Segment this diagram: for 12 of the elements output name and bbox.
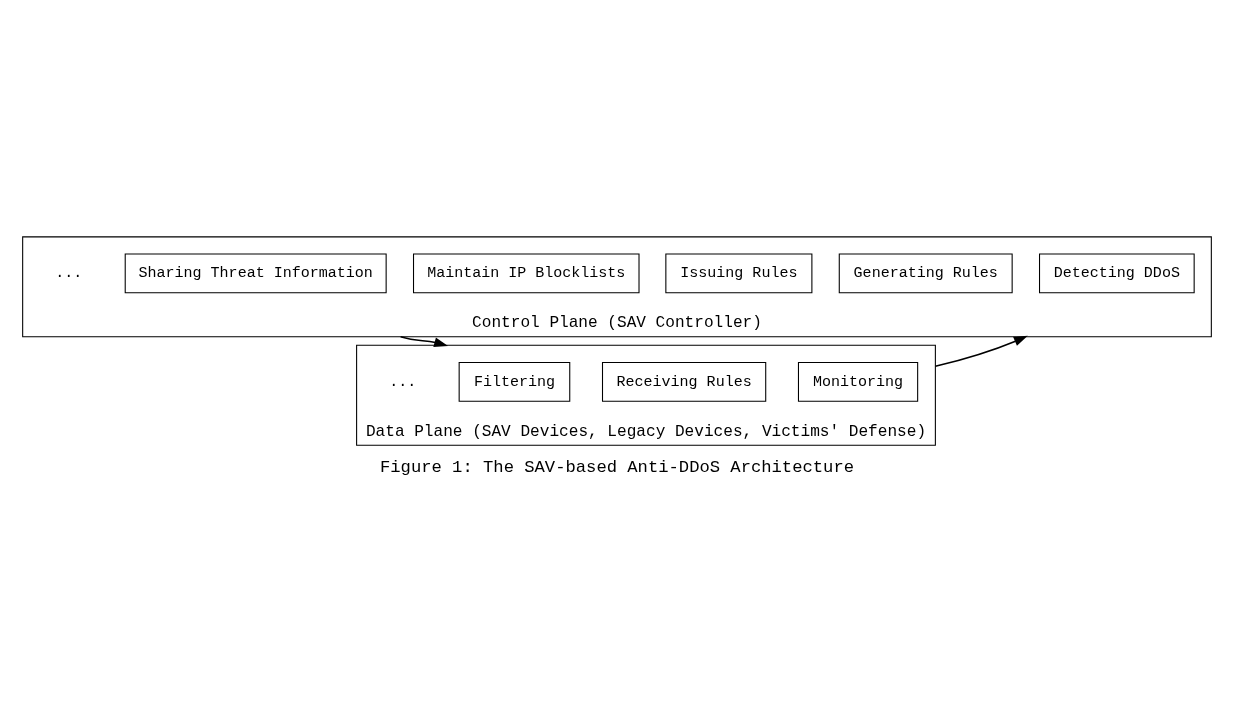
node-box: Sharing Threat Information [124,253,387,294]
node-box: Issuing Rules [665,253,813,294]
node-box: Detecting DDoS [1039,253,1195,294]
label: ... [55,264,83,283]
caption: Figure 1: The SAV-based Anti-DDoS Architecture [379,457,855,477]
node-box: Filtering [458,362,571,402]
node-box: Generating Rules [838,253,1013,294]
node-box: Maintain IP Blocklists [413,253,640,294]
node-box: Monitoring [797,362,919,402]
arrow [934,335,1028,368]
label: ... [389,372,417,391]
node-box: Receiving Rules [601,362,767,402]
